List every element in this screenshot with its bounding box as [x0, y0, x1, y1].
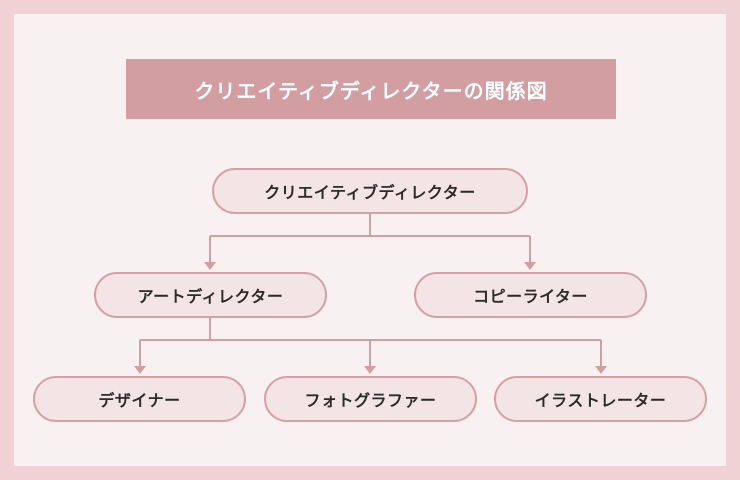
node-art-director: アートディレクター: [94, 272, 327, 318]
arrowhead-art-director: [204, 262, 216, 270]
diagram-title: クリエイティブディレクターの関係図: [126, 59, 616, 119]
node-illustrator: イラストレーター: [494, 376, 707, 422]
node-designer: デザイナー: [33, 376, 246, 422]
arrowhead-illustrator: [595, 366, 607, 374]
node-photographer: フォトグラファー: [264, 376, 477, 422]
node-copywriter: コピーライター: [414, 272, 647, 318]
node-creative-director: クリエイティブディレクター: [212, 168, 528, 214]
arrowhead-photographer: [364, 366, 376, 374]
arrowhead-copywriter: [524, 262, 536, 270]
arrowhead-designer: [134, 366, 146, 374]
